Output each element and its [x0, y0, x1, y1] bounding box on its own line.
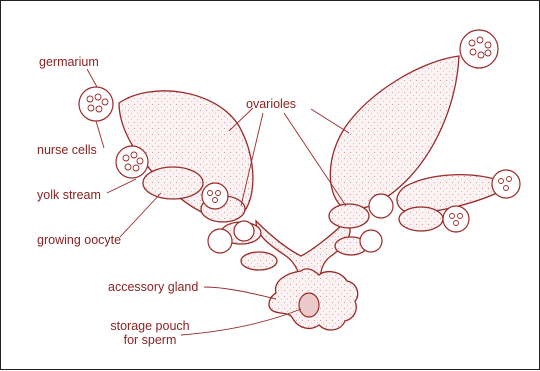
germarium-left: [79, 87, 113, 121]
label-storage-pouch: storage pouch for sperm: [106, 319, 194, 347]
left-oocyte-4: [241, 252, 277, 270]
left-oocyte-1: [143, 167, 203, 199]
right-oocyte-2: [399, 207, 443, 231]
label-storage-pouch-line1: storage pouch: [106, 319, 194, 333]
label-yolk-stream: yolk stream: [37, 188, 101, 202]
label-nurse-cells: nurse cells: [37, 143, 97, 157]
leader-growing-oocyte: [120, 193, 161, 237]
label-storage-pouch-line2: for sperm: [106, 333, 194, 347]
storage-pouch: [299, 293, 319, 317]
germarium-right: [460, 30, 498, 68]
leader-nurse-cells: [96, 121, 104, 148]
leader-accessory-gland: [204, 287, 276, 299]
label-accessory-gland: accessory gland: [108, 280, 198, 294]
label-growing-oocyte: growing oocyte: [37, 233, 121, 247]
right-oocyte-1: [329, 204, 369, 228]
leader-germarium: [87, 69, 97, 87]
label-germarium: germarium: [39, 55, 99, 69]
leader-yolk-stream: [107, 179, 136, 193]
leader-ovarioles-d: [311, 109, 349, 133]
label-ovarioles: ovarioles: [246, 97, 296, 111]
